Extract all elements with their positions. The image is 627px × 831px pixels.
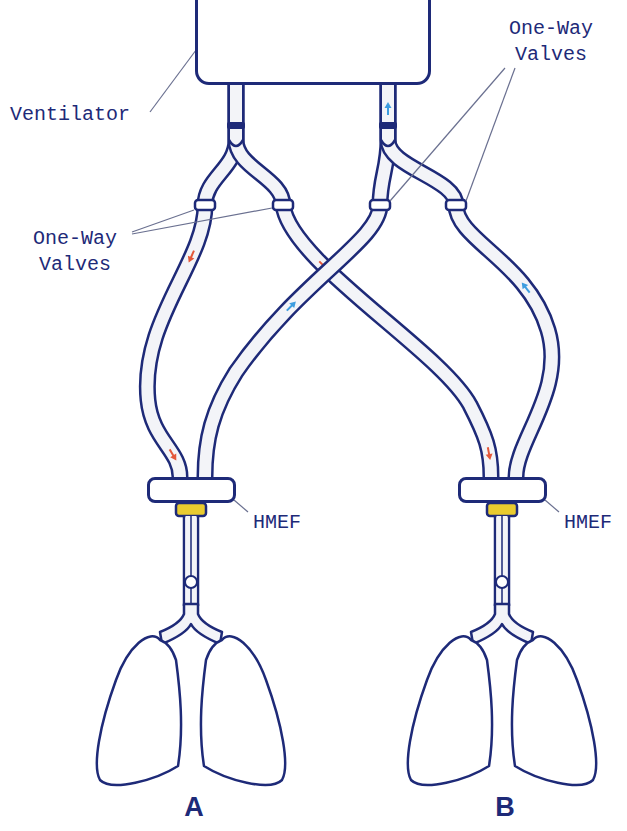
callout-label: One-Way Valves	[14, 226, 136, 278]
patient-airway-b	[408, 503, 596, 785]
leader-line	[466, 68, 515, 201]
one-way-valve	[273, 200, 293, 210]
y-piece-collar	[379, 122, 397, 129]
one-way-valve	[370, 200, 390, 210]
leader-line	[234, 500, 248, 512]
part-label: HMEF	[253, 510, 301, 536]
ventilator-box: Ventilator	[195, 0, 431, 85]
breathing-tube	[385, 85, 552, 477]
part-label: Ventilator	[10, 102, 130, 128]
hmef-filter: HMEF	[458, 477, 547, 503]
y-piece-junction	[229, 140, 395, 146]
breathing-tube	[236, 85, 493, 477]
leader-line	[132, 208, 272, 234]
patient-letter: B	[493, 792, 517, 822]
one-way-valve	[195, 200, 215, 210]
leader-line	[390, 68, 505, 201]
breathing-tube	[147, 85, 236, 477]
part-label: HMEF	[564, 510, 612, 536]
patient-letter: A	[182, 792, 206, 822]
y-piece-collar	[227, 122, 245, 129]
patient-airway-a	[97, 503, 285, 785]
hmef-filter: HMEF	[147, 477, 236, 503]
leader-line	[545, 500, 559, 512]
callout-label: One-Way Valves	[490, 16, 612, 68]
one-way-valve	[446, 200, 466, 210]
